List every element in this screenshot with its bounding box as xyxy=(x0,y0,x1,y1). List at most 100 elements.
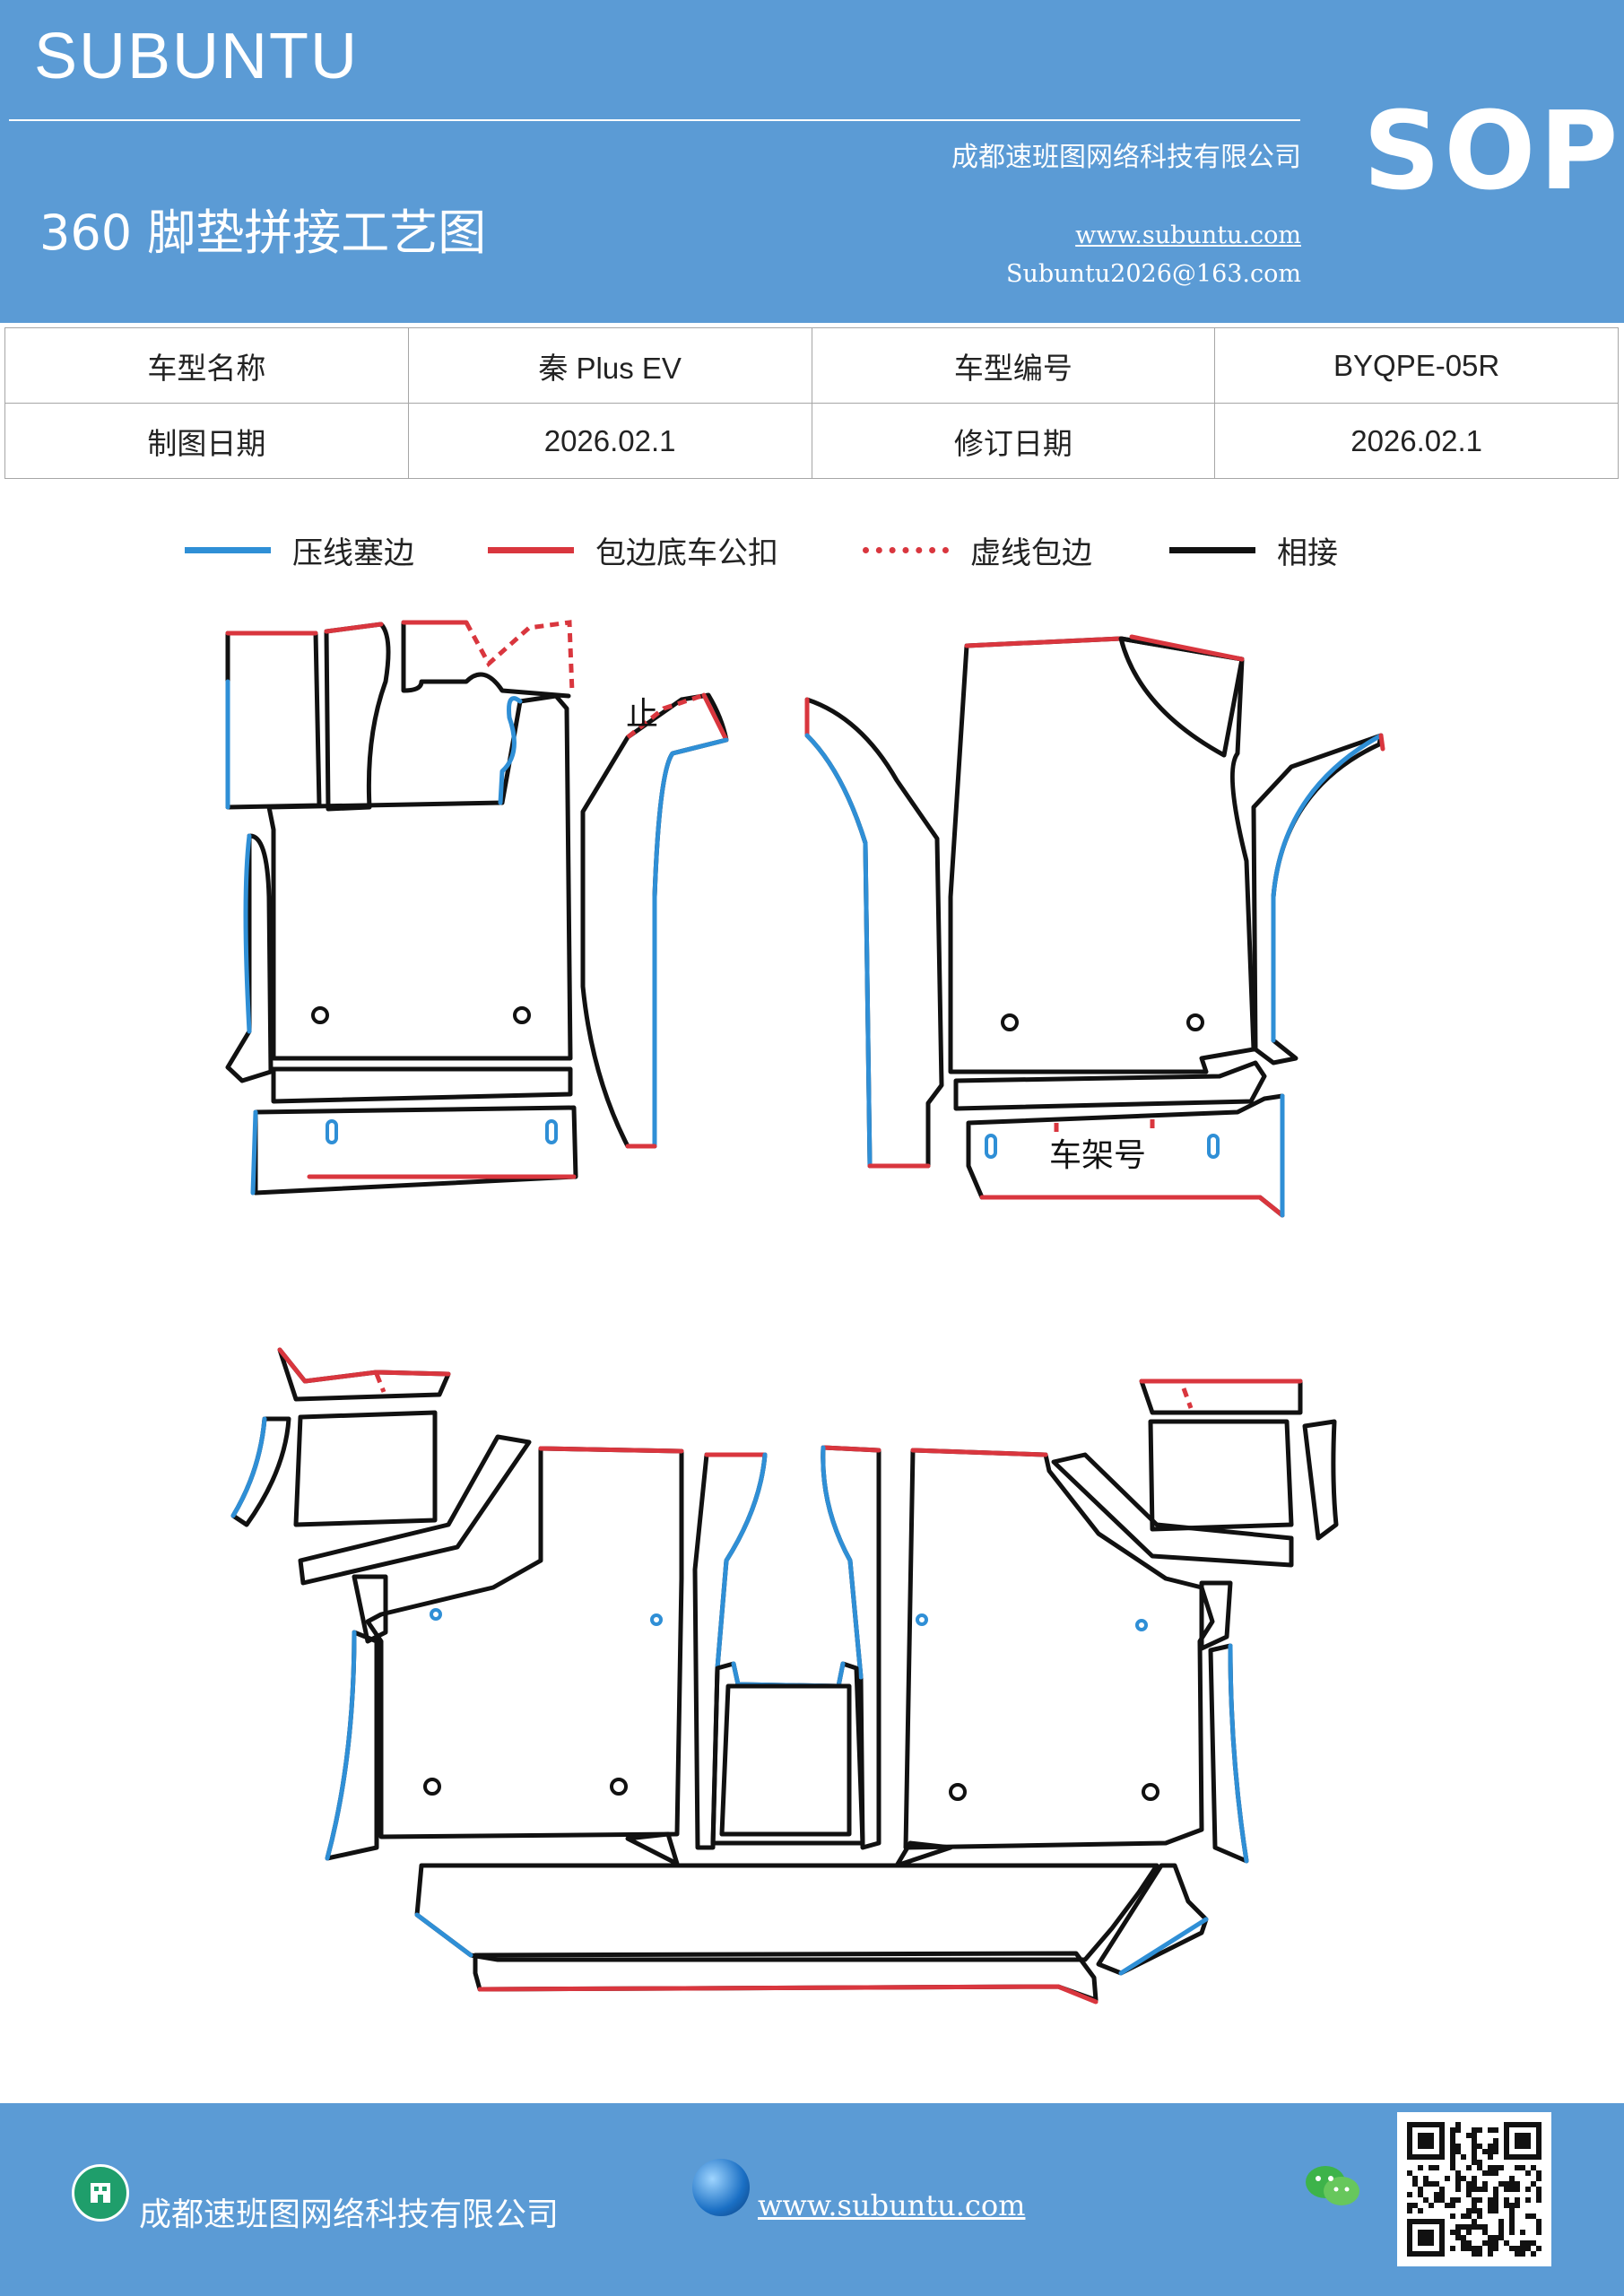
edge-blue xyxy=(1228,1643,1249,1864)
stop-mark: 止 xyxy=(626,696,658,733)
edge-blue xyxy=(652,737,729,1149)
legend-item-red: 包边底车公扣 xyxy=(488,527,778,572)
edge-blue xyxy=(731,1661,846,1689)
driver-mat xyxy=(266,693,573,1061)
rear-left-mat xyxy=(365,1446,684,1839)
tunnel-center xyxy=(710,1661,865,1846)
label-model-code: 车型编号 xyxy=(811,327,1216,404)
edge-red xyxy=(1378,733,1385,752)
header-company: 成都速班图网络科技有限公司 xyxy=(951,142,1301,173)
mat-piece xyxy=(894,1840,953,1868)
value-drawing-date: 2026.02.1 xyxy=(407,403,812,479)
legend-item-red-dotted: 虚线包边 xyxy=(863,527,1092,572)
value-revision-date: 2026.02.1 xyxy=(1214,403,1619,479)
legend-label: 压线塞边 xyxy=(292,535,414,571)
edge-red-dotted xyxy=(1054,1119,1155,1137)
edge-red xyxy=(910,1448,1048,1457)
edge-blue xyxy=(414,1912,473,1958)
page-header: SUBUNTU SOP 360 脚垫拼接工艺图 成都速班图网络科技有限公司 ww… xyxy=(0,0,1624,323)
edge-blue xyxy=(804,733,873,1169)
fixing-hole xyxy=(650,1613,663,1626)
legend-item-black: 相接 xyxy=(1169,527,1338,572)
edge-red xyxy=(1129,634,1245,662)
mat-piece xyxy=(324,622,391,812)
rear-cross-mat xyxy=(414,1863,1159,1962)
fixing-hole xyxy=(916,1613,928,1626)
fixing-hole xyxy=(1001,1013,1019,1031)
value-model-name: 秦 Plus EV xyxy=(407,327,812,404)
floor-mat-diagram: 止 车架号 xyxy=(225,620,1385,2005)
rear-right-mat xyxy=(903,1448,1215,1850)
mat-piece xyxy=(352,1574,388,1644)
wechat-icon[interactable] xyxy=(1302,2159,1365,2213)
header-website-link[interactable]: www.subuntu.com xyxy=(1075,222,1301,249)
edge-blue xyxy=(821,1445,864,1680)
label-revision-date: 修订日期 xyxy=(811,403,1216,479)
brand-logo: SUBUNTU xyxy=(34,21,360,92)
legend-swatch-red xyxy=(488,546,574,553)
table-row: 制图日期 2026.02.1 修订日期 2026.02.1 xyxy=(4,403,1619,479)
edge-blue xyxy=(250,1109,258,1196)
passenger-mat xyxy=(948,636,1256,1074)
fixing-hole xyxy=(1142,1783,1159,1801)
tunnel-pad xyxy=(719,1683,852,1837)
legend-label: 包边底车公扣 xyxy=(595,535,778,571)
mat-piece xyxy=(1148,1419,1294,1532)
edge-blue xyxy=(243,833,252,1034)
edge-red-dotted xyxy=(1181,1387,1194,1409)
mat-piece xyxy=(293,1410,438,1527)
sop-badge: SOP xyxy=(1363,90,1622,214)
mat-piece xyxy=(1118,636,1245,758)
edge-red xyxy=(821,1445,881,1453)
footer-website-link[interactable]: www.subuntu.com xyxy=(758,2188,1026,2222)
edge-red xyxy=(701,692,729,743)
fixing-hole xyxy=(1135,1619,1148,1631)
edge-blue xyxy=(1118,1917,1209,1976)
label-drawing-date: 制图日期 xyxy=(4,403,409,479)
edge-blue xyxy=(230,1416,267,1518)
fixing-hole xyxy=(610,1778,628,1796)
slot-hole xyxy=(1207,1134,1220,1159)
fixing-hole xyxy=(430,1608,442,1621)
header-divider xyxy=(9,119,1300,121)
legend-swatch-red-dotted xyxy=(863,546,949,553)
mat-piece xyxy=(1302,1419,1339,1541)
fixing-hole xyxy=(1186,1013,1204,1031)
mat-outline xyxy=(401,620,571,699)
vehicle-info-table: 车型名称 秦 Plus EV 车型编号 BYQPE-05R 制图日期 2026.… xyxy=(4,327,1619,479)
slot-hole xyxy=(985,1134,997,1159)
rear-mat-set xyxy=(230,1347,1339,2005)
legend-swatch-black xyxy=(1169,546,1255,553)
tunnel-strip xyxy=(692,1452,768,1850)
edge-red xyxy=(964,636,1124,648)
page-footer: 成都速班图网络科技有限公司 www.subuntu.com xyxy=(0,2103,1624,2296)
slot-hole xyxy=(326,1119,338,1144)
edge-red xyxy=(324,622,384,634)
legend-label: 虚线包边 xyxy=(970,535,1092,571)
edge-blue xyxy=(1271,733,1384,1043)
header-email: Subuntu2026@163.com xyxy=(1006,260,1301,288)
pillar-strip xyxy=(804,697,944,1169)
qr-code[interactable] xyxy=(1397,2112,1551,2266)
edge-red-dotted xyxy=(464,620,575,693)
mat-piece xyxy=(225,833,274,1083)
mat-piece xyxy=(1096,1863,1209,1976)
mat-piece xyxy=(1139,1378,1303,1415)
mat-piece xyxy=(625,1831,680,1866)
edge-red xyxy=(477,1984,1099,2005)
edge-red-dotted xyxy=(374,1373,386,1393)
building-icon xyxy=(72,2164,129,2222)
legend-label: 相接 xyxy=(1277,535,1338,571)
sill-plate xyxy=(253,1105,578,1196)
document-title: 360 脚垫拼接工艺图 xyxy=(39,204,487,261)
edge-red xyxy=(277,1347,451,1384)
fixing-hole xyxy=(949,1783,967,1801)
table-row: 车型名称 秦 Plus EV 车型编号 BYQPE-05R xyxy=(4,327,1619,404)
fixing-hole xyxy=(423,1778,441,1796)
slot-hole xyxy=(545,1119,558,1144)
edge-blue xyxy=(715,1452,768,1671)
mat-piece xyxy=(1051,1452,1294,1568)
footer-company: 成都速班图网络科技有限公司 xyxy=(139,2196,560,2233)
mat-piece xyxy=(298,1434,532,1586)
legend-swatch-blue xyxy=(185,546,271,553)
